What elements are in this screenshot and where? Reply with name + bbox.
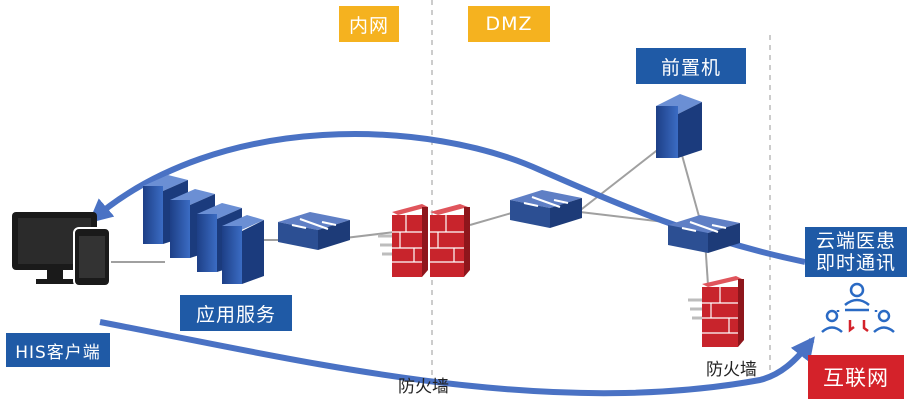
switch-icon [668,215,740,253]
app-server-label: 应用服务 [180,295,292,331]
tower-server-icon [656,94,702,158]
his-client-label: HIS客户端 [6,333,110,367]
tablet-icon [73,227,111,287]
server-rack-icon [143,175,264,284]
firewall-icon [378,204,470,277]
cloud-im-label-line2: 即时通讯 [815,252,896,274]
firewall-label-2: 防火墙 [706,360,757,380]
connection-lines [110,147,709,286]
internet-label: 互联网 [808,355,904,399]
cloud-im-label-line1: 云端医患 [815,230,896,252]
firewall-label-1: 防火墙 [398,377,449,397]
firewall-icon [688,276,744,347]
switch-icon [278,212,350,250]
zone-label-dmz: DMZ [468,6,550,42]
switch-icon [510,190,582,228]
people-network-icon [821,282,895,333]
cloud-im-label: 云端医患 即时通讯 [805,227,907,277]
lower-flow-arrow [99,319,815,397]
front-server-label: 前置机 [636,48,746,84]
zone-label-internal: 内网 [339,6,399,42]
